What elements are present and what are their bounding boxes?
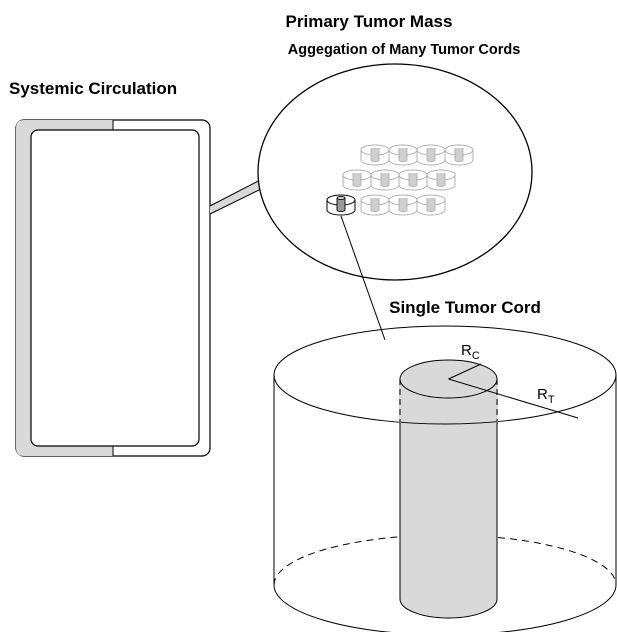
tumor-cord-grid: [342, 144, 474, 216]
ghost-cord-capillary: [436, 173, 446, 188]
ghost-tumor-cord: [342, 169, 372, 191]
ghost-cord-capillary: [408, 173, 418, 188]
rc-label: RC: [461, 342, 480, 362]
rt-radius-line: [448, 378, 579, 419]
ghost-tumor-cord: [398, 169, 428, 191]
ghost-cord-capillary: [398, 148, 408, 163]
ghost-tumor-cord: [444, 144, 474, 166]
ghost-cord-capillary: [426, 148, 436, 163]
ghost-cord-capillary: [426, 198, 436, 213]
ghost-cord-capillary: [454, 148, 464, 163]
rc-label-sub: C: [472, 350, 480, 362]
ghost-cord-capillary: [370, 198, 380, 213]
ghost-tumor-cord: [388, 144, 418, 166]
connector-fill: [210, 178, 267, 214]
connector-tube: [209, 177, 268, 215]
rc-radius-line: [448, 363, 482, 380]
ghost-tumor-cord: [416, 144, 446, 166]
rt-label-sub: T: [548, 394, 555, 406]
ghost-tumor-cord: [388, 194, 418, 216]
ghost-tumor-cord: [370, 169, 400, 191]
ghost-tumor-cord: [416, 194, 446, 216]
ghost-cord-capillary: [380, 173, 390, 188]
rt-label: RT: [537, 386, 555, 406]
zoom-pointer-line: [340, 215, 386, 341]
systemic-circulation-title: Systemic Circulation: [9, 79, 177, 98]
highlighted-capillary-top: [336, 195, 346, 201]
ghost-cord-capillary: [352, 173, 362, 188]
primary-tumor-title: Primary Tumor Mass: [286, 12, 453, 31]
ghost-tumor-cord: [426, 169, 456, 191]
capillary-bottom-cap: [400, 580, 497, 618]
ghost-cord-capillary: [370, 148, 380, 163]
vessel-gray-segment: [16, 120, 113, 456]
connector-edge-bottom: [209, 185, 268, 215]
highlighted-capillary: [336, 198, 346, 213]
rc-label-main: R: [461, 342, 472, 359]
capillary-bottom-arc: [399, 598, 498, 619]
single-tumor-cord-cylinder: [273, 325, 617, 632]
outer-cylinder-top: [273, 325, 617, 425]
outer-cylinder-bottom-front: [273, 584, 617, 632]
connector-edge-top: [209, 177, 265, 207]
ghost-tumor-cord: [360, 144, 390, 166]
primary-tumor-subtitle: Aggegation of Many Tumor Cords: [288, 42, 521, 58]
vessel-inner: [30, 129, 200, 447]
single-tumor-cord-title: Single Tumor Cord: [389, 298, 541, 317]
highlighted-tumor-cord: [326, 194, 356, 216]
ghost-cord-capillary: [398, 198, 408, 213]
capillary-body: [400, 379, 497, 599]
rt-label-main: R: [537, 386, 548, 403]
ghost-tumor-cord: [360, 194, 390, 216]
systemic-circulation-loop: [15, 119, 211, 457]
